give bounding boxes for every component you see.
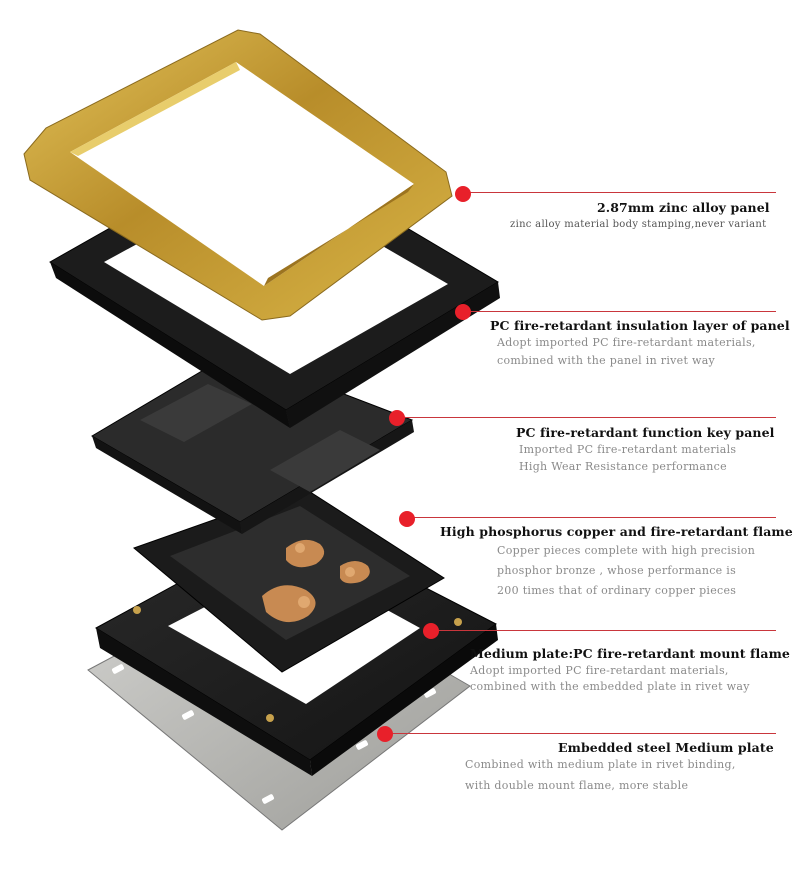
callout-title-1: 2.87mm zinc alloy panel <box>597 200 770 215</box>
callout-title-2: PC fire-retardant insulation layer of pa… <box>490 318 790 333</box>
callout-desc-3-line-1: Imported PC fire-retardant materials <box>519 443 737 456</box>
callout-desc-3-line-2: High Wear Resistance performance <box>519 460 727 473</box>
callout-desc-2-line-2: combined with the panel in rivet way <box>497 354 716 367</box>
callout-desc-5-line-1: Adopt imported PC fire-retardant materia… <box>470 664 729 677</box>
callout-desc-4-line-3: 200 times that of ordinary copper pieces <box>497 584 737 597</box>
callout-dot-5 <box>423 623 439 639</box>
callout-title-6: Embedded steel Medium plate <box>558 740 774 755</box>
callout-desc-6-line-1: Combined with medium plate in rivet bind… <box>465 758 736 771</box>
callout-desc-6-line-2: with double mount flame, more stable <box>465 779 689 792</box>
callout-desc-2-line-1: Adopt imported PC fire-retardant materia… <box>497 336 756 349</box>
callout-title-3: PC fire-retardant function key panel <box>516 425 775 440</box>
leader-line-4 <box>407 517 776 518</box>
leader-line-3 <box>397 417 776 418</box>
callout-dot-2 <box>455 304 471 320</box>
callout-dot-4 <box>399 511 415 527</box>
leader-line-2 <box>463 311 776 312</box>
callout-desc-1-line-1: zinc alloy material body stamping,never … <box>510 219 767 230</box>
callout-dot-1 <box>455 186 471 202</box>
leader-line-5 <box>431 630 776 631</box>
callout-title-4: High phosphorus copper and fire-retardan… <box>440 524 793 539</box>
gold-frame <box>23 29 453 321</box>
callout-desc-4-line-1: Copper pieces complete with high precisi… <box>497 544 756 557</box>
callout-dot-3 <box>389 410 405 426</box>
callout-dot-6 <box>377 726 393 742</box>
callout-desc-4-line-2: phosphor bronze , whose performance is <box>497 564 737 577</box>
leader-line-1 <box>463 192 776 193</box>
leader-line-6 <box>385 733 776 734</box>
copper-mechanism <box>133 487 445 673</box>
callout-desc-5-line-2: combined with the embedded plate in rive… <box>470 680 750 693</box>
callout-title-5: Medium plate:PC fire-retardant mount fla… <box>470 646 790 661</box>
